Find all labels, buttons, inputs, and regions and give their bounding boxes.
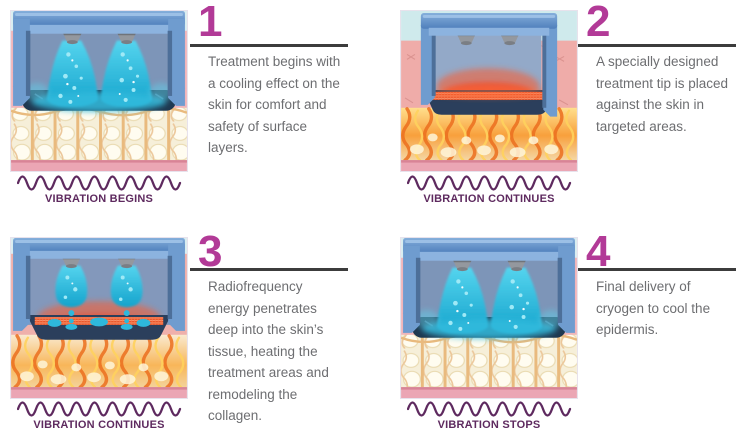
vibration-wave-icon xyxy=(17,401,182,417)
vibration-status-label: VIBRATION CONTINUES xyxy=(33,419,165,431)
step-4: VIBRATION STOPS 4 Final delivery of cryo… xyxy=(375,222,750,444)
step-description: Treatment begins with a cooling effect o… xyxy=(208,54,341,155)
step-number: 1 xyxy=(198,0,223,46)
step-2: VIBRATION CONTINUES 2 A specially design… xyxy=(375,0,750,222)
cryogen-spray-icon xyxy=(401,238,577,398)
divider-line xyxy=(578,44,736,47)
rf-heating-icon xyxy=(11,238,187,398)
vibration-status-label: VIBRATION CONTINUES xyxy=(423,193,555,205)
step-number: 4 xyxy=(586,227,611,276)
vibration-status-label: VIBRATION BEGINS xyxy=(44,193,154,205)
step-description: Radiofrequency energy penetrates deep in… xyxy=(208,279,329,423)
step-1: VIBRATION BEGINS 1 Treatment begins with… xyxy=(0,0,375,222)
step-1-illustration xyxy=(10,10,188,172)
step-number: 2 xyxy=(586,0,611,46)
divider-line xyxy=(190,44,348,47)
step-description: A specially designed treatment tip is pl… xyxy=(596,54,729,134)
vibration-wave-icon xyxy=(407,175,572,191)
divider-line xyxy=(190,268,348,271)
divider-line xyxy=(578,268,736,271)
step-number: 3 xyxy=(198,227,223,276)
step-2-illustration xyxy=(400,10,578,172)
treatment-tip-icon xyxy=(401,11,577,171)
vibration-wave-icon xyxy=(17,175,182,191)
vibration-wave-icon xyxy=(407,401,572,417)
cryogen-spray-icon xyxy=(11,11,187,171)
step-3-illustration xyxy=(10,237,188,399)
step-description: Final delivery of cryogen to cool the ep… xyxy=(596,279,711,337)
step-3: VIBRATION CONTINUES 3 Radiofrequency ene… xyxy=(0,222,375,444)
vibration-status-label: VIBRATION STOPS xyxy=(437,419,541,431)
step-4-illustration xyxy=(400,237,578,399)
